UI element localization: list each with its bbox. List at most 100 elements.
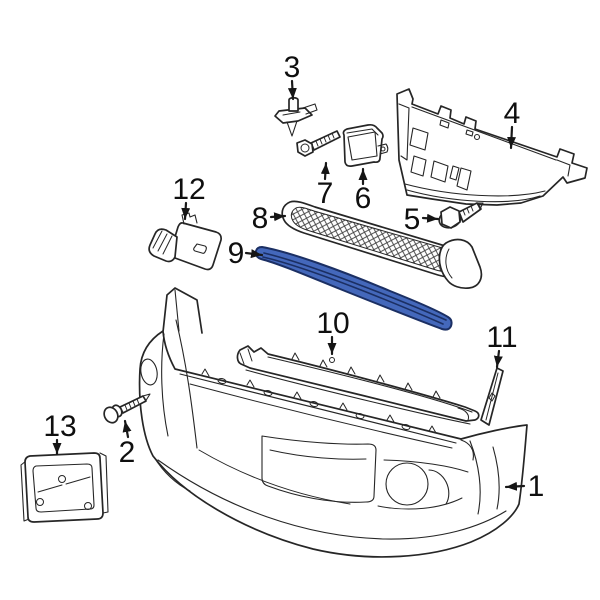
callout-13-number[interactable]: 13 <box>43 410 76 443</box>
part-10-impact-bar[interactable] <box>236 345 480 425</box>
end-detail <box>239 348 469 421</box>
shank <box>458 202 482 223</box>
detail <box>282 111 301 116</box>
lip <box>245 369 471 425</box>
part-4-sight-shield-panel[interactable] <box>396 88 588 206</box>
callout-3[interactable]: 3 <box>284 51 301 101</box>
threads <box>462 205 474 216</box>
part-3-retainer-clip[interactable] <box>274 96 318 137</box>
callout-1[interactable]: 1 <box>504 470 545 503</box>
top-face <box>346 128 379 136</box>
callout-3-number[interactable]: 3 <box>284 51 301 84</box>
head <box>103 406 119 424</box>
base <box>274 107 313 124</box>
front-face <box>347 131 378 161</box>
inner-edge <box>267 356 473 413</box>
part-7-bolt[interactable] <box>296 130 341 157</box>
callout-12-number[interactable]: 12 <box>172 173 205 206</box>
end-face-line <box>469 440 481 515</box>
hex-head <box>440 206 461 229</box>
callout-8[interactable]: 8 <box>252 202 287 235</box>
callout-8-arrow <box>269 212 287 222</box>
callout-4-number[interactable]: 4 <box>504 97 521 130</box>
callout-11[interactable]: 11 <box>486 321 518 369</box>
top-slot <box>263 389 273 397</box>
detail-lines <box>37 476 91 493</box>
outline <box>24 452 104 523</box>
outline <box>342 123 384 168</box>
part-1-bumper-cover[interactable] <box>138 287 528 558</box>
callout-12[interactable]: 12 <box>172 173 206 221</box>
callout-11-number[interactable]: 11 <box>486 321 517 354</box>
corner-arc <box>460 439 474 461</box>
callout-13[interactable]: 13 <box>43 410 77 456</box>
part-13-license-plate-bracket[interactable] <box>20 452 109 523</box>
part-2-screw[interactable] <box>102 393 151 425</box>
tip <box>142 393 151 403</box>
inner-contour <box>189 383 453 449</box>
fog-lamp <box>385 462 429 506</box>
callout-6[interactable]: 6 <box>355 167 372 215</box>
part-6-bracket[interactable] <box>342 123 389 168</box>
callout-5-arrow <box>421 213 440 223</box>
hole <box>58 475 66 483</box>
prong <box>286 120 298 137</box>
callout-9-number[interactable]: 9 <box>228 237 245 270</box>
callout-8-number[interactable]: 8 <box>252 202 269 235</box>
callout-7-number[interactable]: 7 <box>317 177 334 210</box>
callout-1-number[interactable]: 1 <box>528 470 545 503</box>
fin-line <box>174 289 180 332</box>
callout-4[interactable]: 4 <box>504 97 521 150</box>
callout-5[interactable]: 5 <box>404 203 440 236</box>
detail <box>411 106 557 161</box>
hole <box>36 498 44 506</box>
part-8-grille[interactable] <box>281 200 483 290</box>
part-12-bracket[interactable] <box>148 212 222 271</box>
lower-left-line <box>153 456 191 492</box>
part-11-filler-strip[interactable] <box>480 367 504 426</box>
fog-recess-top <box>383 459 469 473</box>
molding-ridge <box>263 252 447 321</box>
callout-2[interactable]: 2 <box>119 419 136 469</box>
callout-10[interactable]: 10 <box>316 307 350 356</box>
top-edge-line <box>179 373 457 444</box>
top-slot <box>401 423 411 431</box>
pocket-line <box>269 449 367 460</box>
callout-2-number[interactable]: 2 <box>119 436 136 469</box>
part-5-bolt[interactable] <box>437 202 484 230</box>
callout-10-number[interactable]: 10 <box>316 307 349 340</box>
top-slot <box>309 400 319 408</box>
callout-5-number[interactable]: 5 <box>404 203 421 236</box>
side-opening <box>140 358 158 386</box>
callout-9[interactable]: 9 <box>228 237 264 270</box>
detail <box>488 392 496 402</box>
callout-6-number[interactable]: 6 <box>355 182 372 215</box>
callout-4-arrow <box>507 125 517 150</box>
threads <box>315 132 335 147</box>
hole <box>409 127 429 151</box>
mid-sweep <box>198 449 351 505</box>
corner-crease <box>161 333 169 437</box>
callouts: 1 2 3 4 5 6 7 8 <box>43 51 544 503</box>
corner-crease <box>175 319 198 449</box>
callout-7-arrow <box>320 161 330 181</box>
tabs <box>291 352 441 399</box>
hole <box>449 165 460 181</box>
line-art <box>20 88 588 558</box>
hole <box>380 146 386 152</box>
slot <box>465 129 474 137</box>
hole <box>456 167 472 191</box>
hole <box>329 357 335 363</box>
slot <box>193 243 207 254</box>
callout-11-arrow <box>493 349 503 369</box>
callout-3-arrow <box>287 79 297 101</box>
detail <box>556 159 571 177</box>
lip <box>404 183 546 197</box>
callout-2-arrow <box>122 419 132 439</box>
lip <box>406 189 541 203</box>
callout-7[interactable]: 7 <box>317 161 334 210</box>
callout-1-arrow <box>504 481 526 491</box>
top-edge-tabs <box>201 368 437 434</box>
